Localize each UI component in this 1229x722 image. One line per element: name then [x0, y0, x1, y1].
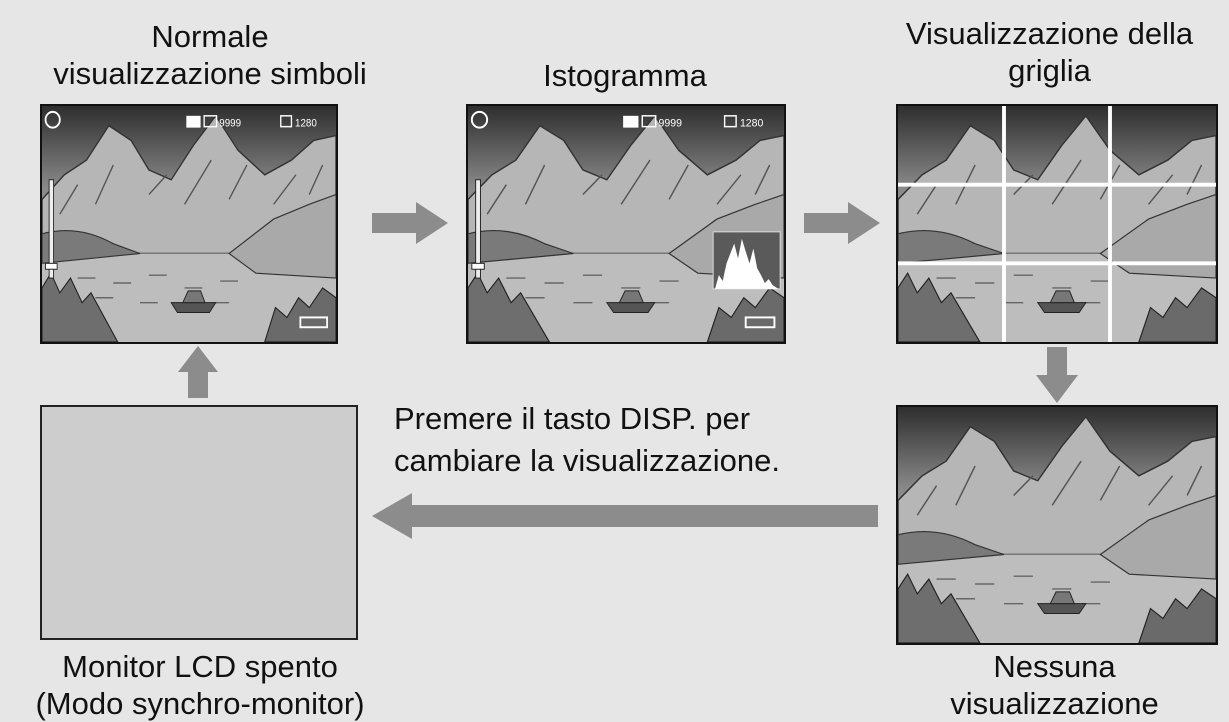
screen-lcd-off [40, 405, 358, 640]
size-icon [723, 115, 737, 128]
label-histogram: Istogramma [455, 57, 795, 94]
label-lcd-off-line1: Monitor LCD spento [62, 649, 338, 684]
screen-histogram: 9999 1280 [466, 104, 786, 344]
zoom-indicator [471, 262, 485, 270]
instruction-line2: cambiare la visualizzazione. [394, 443, 780, 478]
flash-icon [44, 110, 61, 129]
battery-icon [299, 316, 328, 329]
memory-card-icon [203, 115, 218, 128]
resolution-value: 1280 [295, 118, 317, 130]
arrow-up [178, 346, 218, 398]
zoom-bar [48, 179, 55, 279]
shots-remaining: 9999 [219, 118, 241, 130]
zoom-bar [475, 179, 481, 279]
arrow-left-long [372, 493, 878, 539]
label-grid-display: Visualizzazione della griglia [870, 15, 1229, 89]
label-none-line1: Nessuna [993, 649, 1116, 684]
instruction-text: Premere il tasto DISP. per cambiare la v… [394, 398, 874, 482]
camera-icon [186, 115, 201, 128]
instruction-line1: Premere il tasto DISP. per [394, 401, 751, 436]
grid-lines [898, 106, 1216, 342]
label-lcd-off-line2: (Modo synchro-monitor) [35, 686, 365, 721]
histogram-graph [712, 231, 781, 290]
label-normal-display: Normale visualizzazione simboli [0, 18, 420, 92]
resolution-value: 1280 [740, 118, 763, 130]
screen-no-display [896, 405, 1218, 645]
shots-remaining: 9999 [659, 118, 682, 130]
label-normal-line1: Normale [151, 19, 269, 54]
arrow-right-1 [372, 202, 448, 244]
flash-icon [470, 110, 489, 129]
size-icon [280, 115, 293, 128]
label-no-display: Nessuna visualizzazione [880, 648, 1229, 722]
label-histogram-line1: Istogramma [543, 58, 707, 93]
label-lcd-off: Monitor LCD spento (Modo synchro-monitor… [0, 648, 400, 722]
screen-grid [896, 104, 1218, 344]
camera-icon [623, 115, 639, 128]
arrow-down [1036, 347, 1078, 403]
label-normal-line2: visualizzazione simboli [53, 56, 367, 91]
screen-normal: 9999 1280 [40, 104, 338, 344]
osd-overlay-histogram: 9999 1280 [470, 110, 781, 329]
arrow-right-2 [804, 202, 880, 244]
label-grid-line2: griglia [1008, 53, 1091, 88]
memory-card-icon [641, 115, 657, 128]
osd-overlay: 9999 1280 [44, 110, 328, 329]
label-none-line2: visualizzazione [950, 686, 1159, 721]
label-grid-line1: Visualizzazione della [905, 16, 1194, 51]
battery-icon [744, 316, 776, 329]
zoom-indicator [45, 262, 58, 270]
